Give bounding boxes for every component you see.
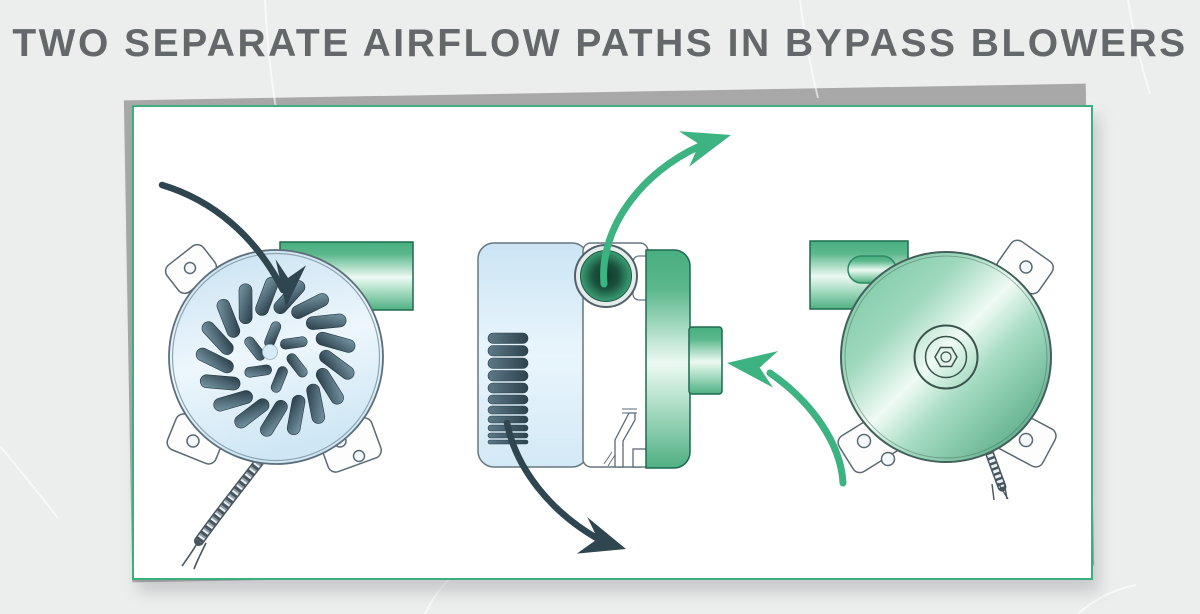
blower-front-view-illustration <box>164 241 414 570</box>
blower-side-view-illustration <box>477 242 723 469</box>
background-curve <box>0 445 59 519</box>
background-curve <box>1077 584 1137 614</box>
background-curve <box>799 0 819 99</box>
green-bypass-air-in-arrow-icon <box>727 351 847 487</box>
cooling-vents-icon <box>487 332 529 445</box>
blower-housing <box>645 249 691 469</box>
mounting-bracket <box>603 408 650 468</box>
impeller-hub-dot <box>262 344 278 360</box>
side-inlet-port <box>688 326 723 395</box>
page-title: TWO SEPARATE AIRFLOW PATHS IN BYPASS BLO… <box>12 22 1188 65</box>
shaft-hub-icon <box>913 324 979 390</box>
wire-leads <box>983 444 1009 501</box>
dark-air-intake-arrow-icon <box>158 181 306 307</box>
motor-back-rim <box>844 255 1048 459</box>
airflow-arrows <box>158 131 847 554</box>
blower-rear-view-illustration <box>809 239 1057 501</box>
blower-face-rim <box>171 252 381 462</box>
background-curve <box>1127 0 1151 95</box>
dark-air-exhaust-arrow-icon <box>503 419 626 554</box>
green-bypass-air-out-arrow-icon <box>600 131 731 288</box>
impeller-icon <box>195 276 356 437</box>
